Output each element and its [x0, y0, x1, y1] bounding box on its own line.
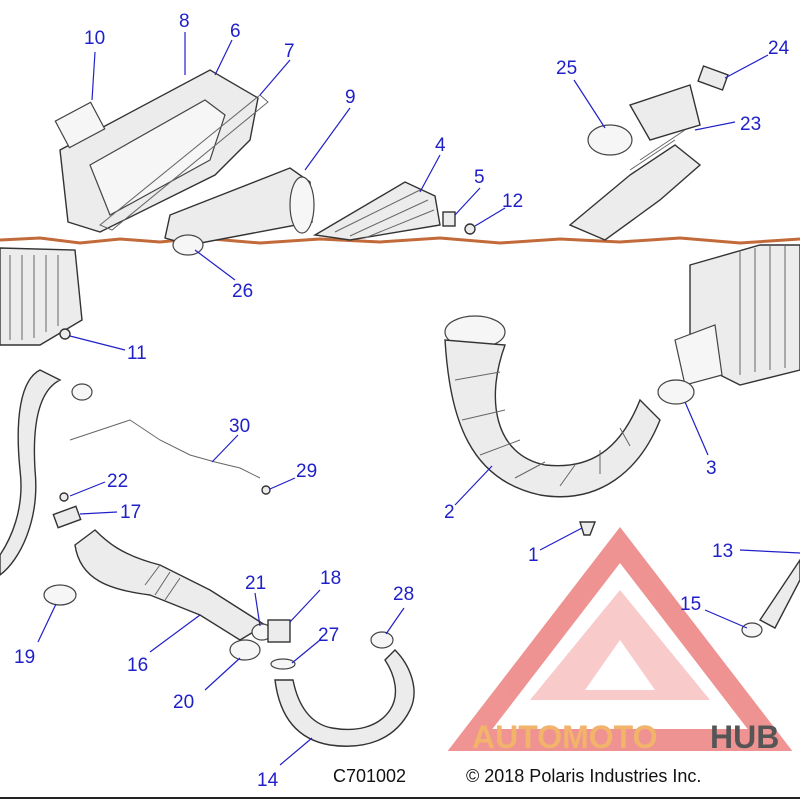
watermark-brand: AUTOMOTO HUB: [472, 719, 779, 755]
sensor-17: [52, 505, 82, 529]
drawing-number: C701002: [333, 766, 406, 786]
callout-11: 11: [127, 343, 147, 364]
clamp-3: [657, 379, 695, 405]
callout-21: 21: [245, 573, 266, 594]
callout-labels: 10 8 6 7 9 4 5 12 25 24 23 26 11 30 29 2…: [14, 11, 790, 791]
hose-14: [274, 649, 415, 747]
tube-13: [758, 558, 800, 629]
separation-line: [0, 236, 800, 245]
tube-left: [0, 369, 93, 576]
airbox-body-left: [0, 247, 83, 346]
callout-1: 1: [528, 545, 539, 566]
callout-19: 19: [14, 647, 35, 668]
fastener-5: [442, 211, 456, 227]
callout-12: 12: [502, 191, 523, 212]
callout-2: 2: [444, 502, 455, 523]
connector-18: [267, 619, 291, 643]
callout-10: 10: [84, 28, 105, 49]
callout-22: 22: [107, 471, 128, 492]
airbox-base: [312, 181, 441, 241]
callout-30: 30: [229, 416, 250, 437]
callout-9: 9: [345, 87, 356, 108]
airbox-seal: [99, 94, 269, 231]
clamp-27: [270, 658, 296, 670]
callout-18: 18: [320, 568, 341, 589]
callout-26: 26: [232, 281, 253, 302]
clamp-20: [229, 639, 261, 661]
copyright-notice: © 2018 Polaris Industries Inc.: [466, 766, 701, 786]
screw-11: [59, 328, 71, 340]
callout-15: 15: [680, 594, 701, 615]
callout-5: 5: [474, 167, 485, 188]
callout-16: 16: [127, 655, 148, 676]
callout-14: 14: [257, 770, 279, 791]
screw-22: [59, 492, 69, 502]
screw-12: [464, 223, 476, 235]
intake-elbow: [444, 315, 661, 498]
intake-duct-upper: [568, 84, 702, 241]
callout-4: 4: [435, 135, 446, 156]
clamp-15: [741, 622, 763, 638]
airbox-body-right: [674, 244, 800, 386]
leader-lines: [37, 32, 800, 766]
fitting-29: [261, 485, 271, 495]
callout-8: 8: [179, 11, 190, 32]
callout-17: 17: [120, 502, 141, 523]
callout-13: 13: [712, 541, 733, 562]
callout-6: 6: [230, 21, 241, 42]
vent-hose-30: [69, 419, 261, 479]
callout-25: 25: [556, 58, 577, 79]
callout-29: 29: [296, 461, 317, 482]
watermark-logo: [447, 526, 793, 751]
air-filter: [164, 167, 315, 246]
callout-24: 24: [768, 38, 790, 59]
callout-7: 7: [284, 41, 295, 62]
intake-tube-16: [74, 529, 267, 641]
grommet-1: [579, 521, 597, 536]
clamp-19: [43, 584, 77, 606]
callout-23: 23: [740, 114, 761, 135]
sensor-24: [697, 65, 729, 91]
airbox-cover: [54, 69, 259, 233]
watermark-brand-part2: HUB: [710, 719, 779, 755]
watermark-brand-part1: AUTOMOTO: [472, 719, 657, 755]
callout-20: 20: [173, 692, 194, 713]
callout-28: 28: [393, 584, 414, 605]
clamp-28: [370, 631, 394, 649]
callout-3: 3: [706, 458, 717, 479]
callout-27: 27: [318, 625, 339, 646]
clamp-25: [587, 124, 633, 156]
